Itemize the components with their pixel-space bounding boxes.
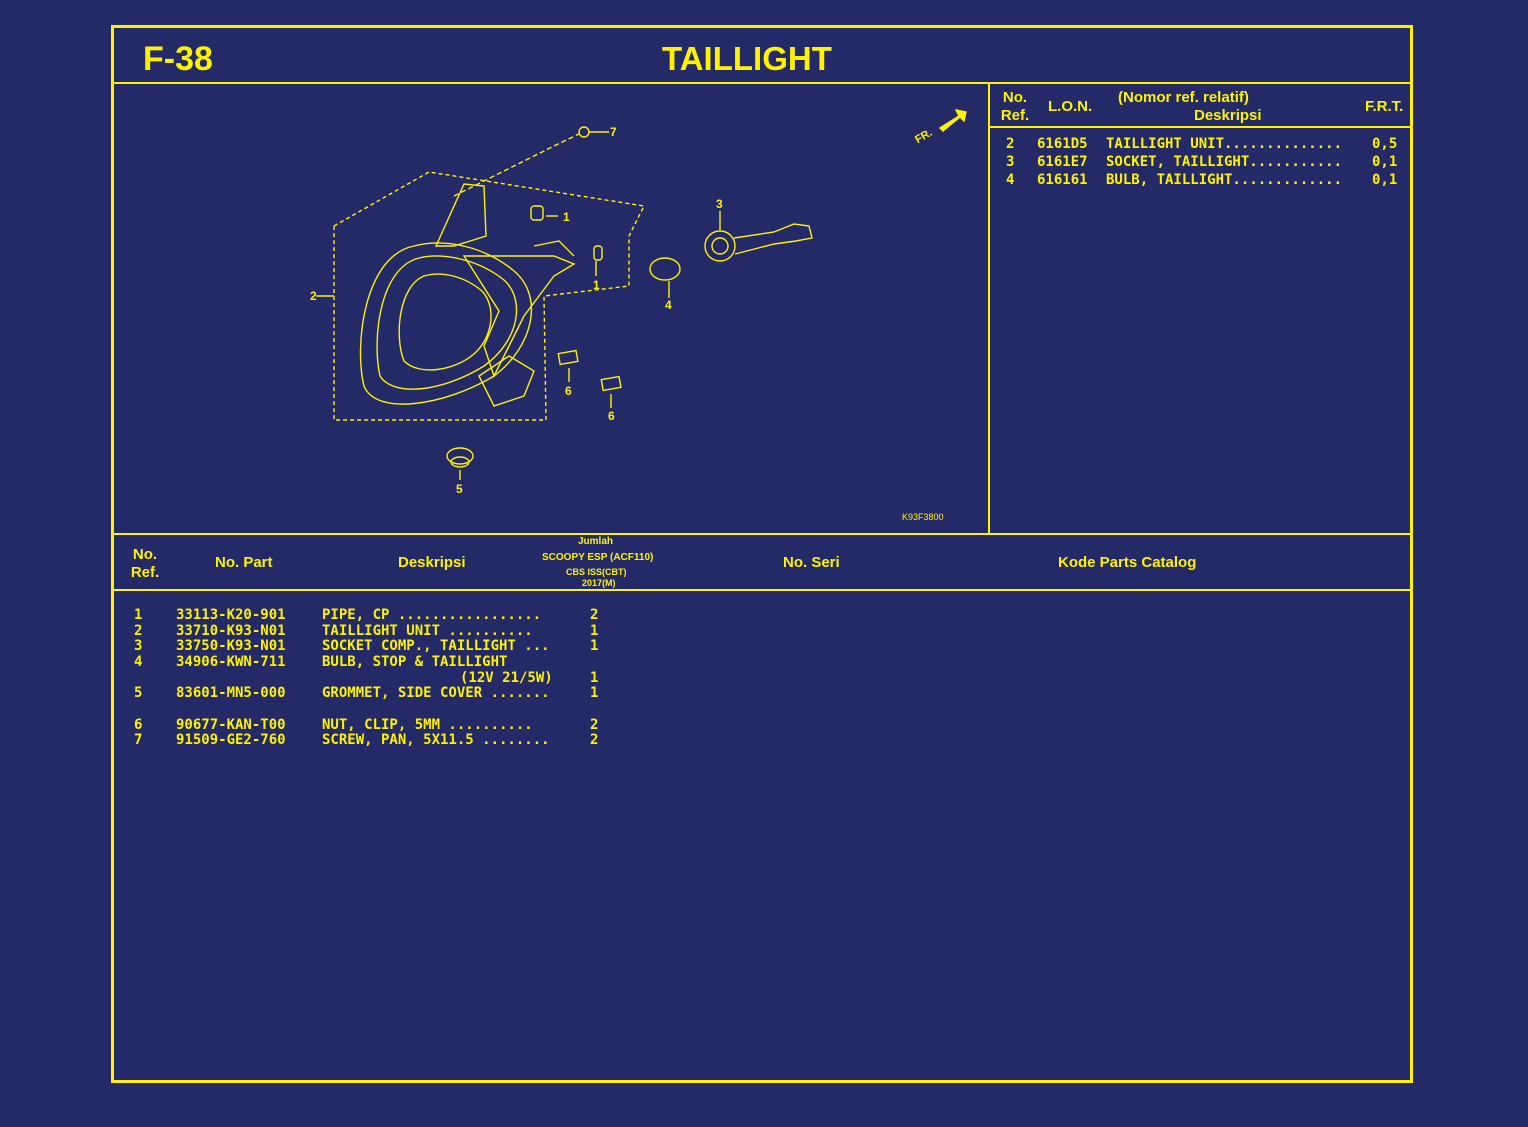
part-qty: 1	[590, 638, 599, 654]
lon-frt: 0,1	[1372, 172, 1398, 188]
part-number: 34906-KWN-711	[176, 654, 286, 670]
lon-ref: 4	[1006, 172, 1015, 188]
part-ref: 1	[134, 607, 143, 623]
parts-header-model-3: 2017(M)	[582, 578, 616, 588]
parts-table-body: 1 33113-K20-901 PIPE, CP ...............…	[134, 607, 614, 752]
parts-header-no-ref: No. Ref.	[130, 546, 160, 581]
callout-5: 5	[456, 482, 463, 496]
lon-frt: 0,1	[1372, 154, 1398, 170]
callout-3: 3	[716, 197, 723, 211]
parts-header-divider	[113, 589, 1412, 591]
lon-code: 6161D5	[1037, 136, 1088, 152]
lon-header-divider	[990, 126, 1412, 128]
callout-4: 4	[665, 298, 672, 312]
part-qty: 2	[590, 717, 599, 733]
part-qty: 2	[590, 732, 599, 748]
lon-code: 6161E7	[1037, 154, 1088, 170]
part-ref: 3	[134, 638, 143, 654]
lon-desc: BULB, TAILLIGHT.............	[1106, 172, 1343, 188]
part-desc: TAILLIGHT UNIT ..........	[322, 623, 533, 639]
part-qty: 1	[590, 623, 599, 639]
part-desc: SOCKET COMP., TAILLIGHT ...	[322, 638, 550, 654]
part-number: 91509-GE2-760	[176, 732, 286, 748]
callout-1b: 1	[593, 278, 600, 292]
lon-table-body: 2 6161D5 TAILLIGHT UNIT.............. 0,…	[1006, 136, 1406, 196]
lon-ref: 3	[1006, 154, 1015, 170]
part-desc: PIPE, CP .................	[322, 607, 542, 623]
parts-header-model-1: SCOOPY ESP (ACF110)	[542, 552, 654, 563]
callout-6b: 6	[608, 409, 615, 423]
parts-header-no-seri: No. Seri	[783, 554, 840, 571]
diagram-divider	[988, 83, 990, 534]
lon-header-deskripsi: Deskripsi	[1194, 107, 1262, 124]
part-ref: 5	[134, 685, 143, 701]
part-ref: 6	[134, 717, 143, 733]
fr-label: FR.	[913, 127, 934, 146]
section-code: F-38	[143, 40, 213, 78]
lon-code: 616161	[1037, 172, 1088, 188]
part-number: 83601-MN5-000	[176, 685, 286, 701]
lon-header-no-ref: No. Ref.	[1000, 89, 1030, 124]
part-qty: 2	[590, 607, 599, 623]
part-number: 90677-KAN-T00	[176, 717, 286, 733]
header-divider	[113, 82, 1412, 84]
diagram-bottom-divider	[113, 533, 1412, 535]
callout-2: 2	[310, 289, 317, 303]
part-number: 33113-K20-901	[176, 607, 286, 623]
part-desc: GROMMET, SIDE COVER .......	[322, 685, 550, 701]
parts-header-kode: Kode Parts Catalog	[1058, 554, 1197, 571]
part-desc: NUT, CLIP, 5MM ..........	[322, 717, 533, 733]
part-qty: 1	[590, 670, 599, 686]
parts-header-deskripsi: Deskripsi	[398, 554, 466, 571]
lon-ref: 2	[1006, 136, 1015, 152]
lon-header-frt: F.R.T.	[1365, 98, 1404, 115]
page-title: TAILLIGHT	[662, 40, 832, 77]
part-ref: 4	[134, 654, 143, 670]
parts-header-no-part: No. Part	[215, 554, 273, 571]
lon-header-relative: (Nomor ref. relatif)	[1118, 89, 1249, 106]
part-qty: 1	[590, 685, 599, 701]
taillight-diagram: 7 1 1 2 3 4 6 6 5 FR. K93F3800	[310, 109, 967, 522]
callout-1a: 1	[563, 210, 570, 224]
part-ref: 7	[134, 732, 143, 748]
parts-header-jumlah: Jumlah	[578, 536, 614, 547]
callout-7: 7	[610, 125, 617, 139]
lon-frt: 0,5	[1372, 136, 1398, 152]
lon-desc: SOCKET, TAILLIGHT...........	[1106, 154, 1343, 170]
part-number: 33750-K93-N01	[176, 638, 286, 654]
catalog-frame	[111, 25, 1413, 1083]
lon-header-lon: L.O.N.	[1048, 98, 1093, 115]
diagram-code: K93F3800	[902, 512, 944, 522]
parts-header-model-2: CBS ISS(CBT)	[566, 567, 627, 577]
part-ref: 2	[134, 623, 143, 639]
part-desc: BULB, STOP & TAILLIGHT	[322, 654, 508, 670]
part-number: 33710-K93-N01	[176, 623, 286, 639]
callout-6a: 6	[565, 384, 572, 398]
lon-desc: TAILLIGHT UNIT..............	[1106, 136, 1343, 152]
part-desc: (12V 21/5W)	[460, 670, 553, 686]
part-desc: SCREW, PAN, 5X11.5 ........	[322, 732, 550, 748]
